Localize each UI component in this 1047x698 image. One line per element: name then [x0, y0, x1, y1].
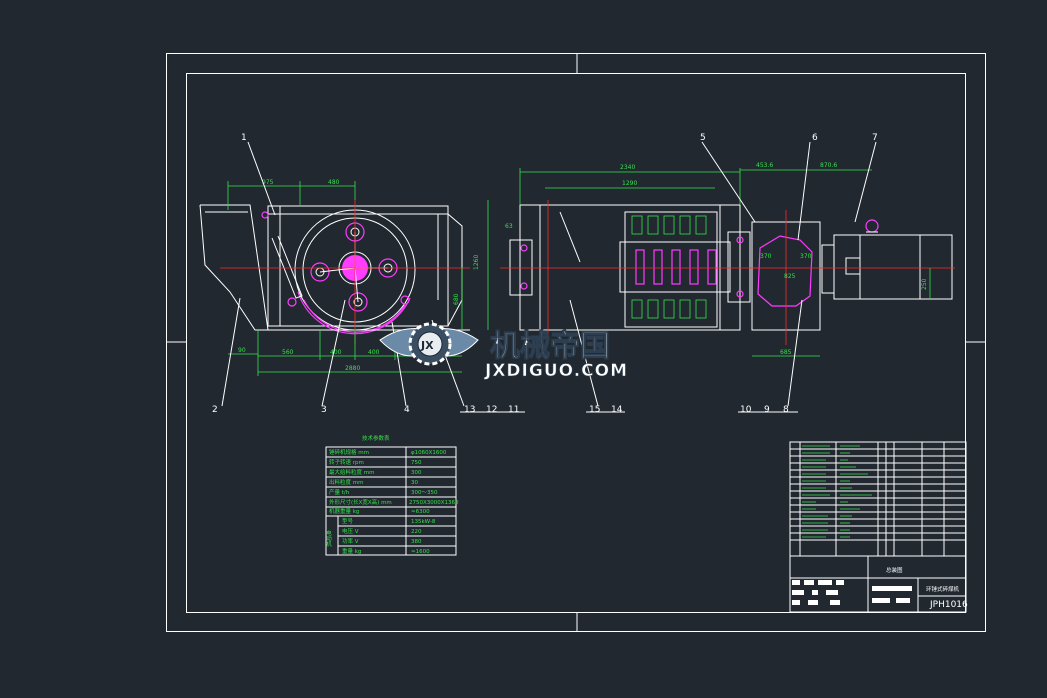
- motor-value-0: 135kW-8: [411, 519, 436, 525]
- motor-value-3: ≈1600: [411, 549, 430, 555]
- part-label-12: 12: [486, 405, 497, 415]
- drive-view: 453.6 870.6 370 370 825 685 250: [740, 162, 955, 357]
- crusher-top-view: 2340 1290 63: [500, 164, 760, 340]
- param-name-3: 出料粒度 mm: [329, 478, 363, 486]
- parts-list: [789, 441, 967, 557]
- part-label-10: 10: [740, 405, 752, 415]
- param-value-1: 750: [411, 460, 422, 466]
- param-value-6: ≈6300: [411, 509, 430, 515]
- dim-453-6: 453.6: [756, 162, 773, 169]
- part-label-8: 8: [783, 405, 789, 415]
- dim-560: 560: [282, 349, 294, 356]
- param-name-4: 产量 t/h: [329, 488, 350, 496]
- dim-370-a: 370: [760, 253, 772, 260]
- watermark-text-en: JXDIGUO.COM: [484, 361, 628, 381]
- param-value-0: φ1060X1600: [411, 450, 447, 456]
- part-label-13: 13: [464, 405, 475, 415]
- params-table-title: 技术参数表: [362, 434, 390, 442]
- dim-680: 680: [453, 293, 460, 305]
- title-block: 总装图 环锤式碎煤机 JPH1016: [789, 555, 968, 613]
- dim-1260: 1260: [473, 255, 480, 270]
- drawing-title: 总装图: [886, 566, 903, 574]
- dim-825: 825: [784, 273, 796, 280]
- dim-870-6: 870.6: [820, 162, 837, 169]
- part-label-9: 9: [764, 405, 770, 415]
- part-label-4: 4: [404, 405, 410, 415]
- dim-2880: 2880: [345, 365, 360, 372]
- watermark-text-cn: 机械帝国: [490, 329, 610, 364]
- param-name-1: 转子转速 rpm: [329, 458, 364, 466]
- dim-685: 685: [780, 349, 792, 356]
- param-name-0: 锤碎机规格 mm: [329, 448, 369, 456]
- dim-370-b: 370: [800, 253, 812, 260]
- crusher-side-view: 975 480 1260 680 90 560 400 400 2880: [199, 179, 489, 376]
- motor-group-label: 电动机: [325, 529, 332, 548]
- drawing-number: JPH1016: [929, 600, 968, 610]
- motor-name-3: 重量 kg: [342, 547, 361, 555]
- dim-90: 90: [238, 347, 246, 354]
- part-label-15: 15: [589, 405, 600, 415]
- part-label-11: 11: [508, 405, 519, 415]
- part-label-1: 1: [241, 133, 247, 143]
- param-value-4: 300～350: [411, 490, 438, 496]
- part-number-labels: 1 2 3 4 5 6 7 8 9 10 11 12 13 14 15: [212, 133, 878, 415]
- watermark-badge: JX: [420, 339, 434, 352]
- part-label-5: 5: [700, 133, 706, 143]
- drawing-border: [166, 53, 986, 632]
- params-table: 技术参数表 锤碎机规格 mm φ1060X1600 转子转速 rpm 750 最…: [325, 434, 459, 556]
- dim-400-b: 400: [368, 349, 380, 356]
- dim-63: 63: [505, 223, 513, 230]
- leader-lines: [221, 141, 877, 413]
- motor-value-1: 220: [411, 529, 422, 535]
- param-value-2: 300: [411, 470, 422, 476]
- dim-1290: 1290: [622, 180, 637, 187]
- part-label-6: 6: [812, 133, 818, 143]
- dim-250: 250: [921, 278, 928, 290]
- drawing-subtitle: 环锤式碎煤机: [926, 585, 960, 593]
- part-label-14: 14: [611, 405, 623, 415]
- dim-975: 975: [262, 179, 274, 186]
- dim-2340: 2340: [620, 164, 635, 171]
- param-name-2: 最大给料粒度 mm: [329, 468, 374, 476]
- part-label-7: 7: [872, 133, 878, 143]
- param-name-6: 机器重量 kg: [329, 507, 359, 515]
- part-label-3: 3: [321, 405, 327, 415]
- part-label-2: 2: [212, 405, 218, 415]
- dim-400-a: 400: [330, 349, 342, 356]
- motor-name-0: 型号: [342, 517, 354, 525]
- param-value-3: 30: [411, 480, 418, 486]
- dim-480: 480: [328, 179, 340, 186]
- motor-name-2: 功率 V: [342, 537, 359, 545]
- param-value-5: 2750X3000X1360: [409, 500, 459, 506]
- watermark-logo: JX 机械帝国 JXDIGUO.COM: [379, 322, 628, 381]
- motor-name-1: 电压 V: [342, 527, 359, 535]
- param-name-5: 外形尺寸(长X宽X高) mm: [329, 498, 392, 506]
- motor-value-2: 380: [411, 539, 422, 545]
